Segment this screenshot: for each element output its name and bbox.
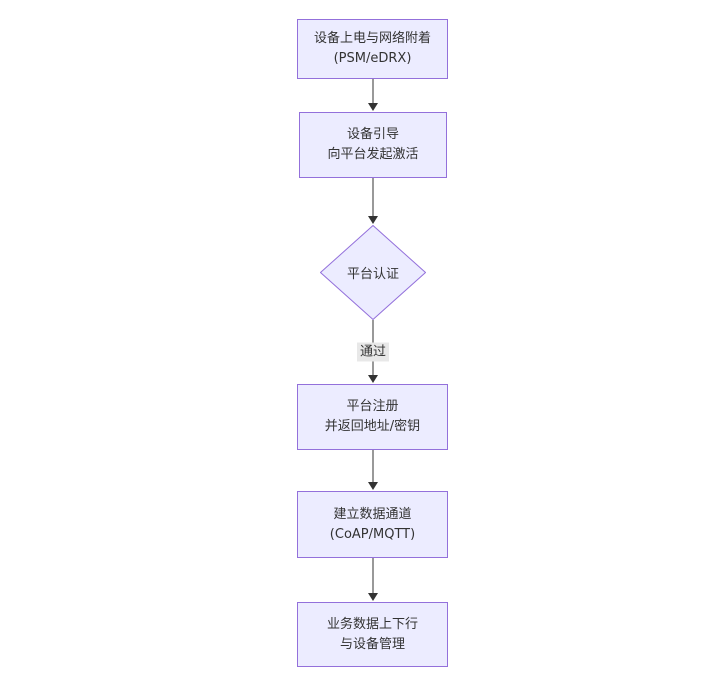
arrow-channel-to-business — [368, 558, 378, 601]
node-power-attach: 设备上电与网络附着 (PSM/eDRX) — [297, 19, 448, 79]
node-business: 业务数据上下行 与设备管理 — [297, 602, 448, 667]
node-platform-auth: 平台认证 — [320, 225, 426, 320]
node-line: 设备上电与网络附着 — [313, 31, 431, 46]
node-line: 向平台发起激活 — [327, 147, 419, 162]
arrow-power-to-boot — [368, 79, 378, 111]
diamond-shape — [320, 225, 426, 320]
node-boot-activate: 设备引导 向平台发起激活 — [299, 112, 447, 178]
node-line: 建立数据通道 — [333, 506, 412, 522]
node-line: 业务数据上下行 — [326, 616, 418, 632]
node-register: 平台注册 并返回地址/密钥 — [297, 384, 448, 450]
node-line: 设备引导 — [346, 127, 399, 142]
node-line: 平台注册 — [346, 399, 399, 414]
node-line: 与设备管理 — [339, 636, 405, 652]
node-line: (PSM/eDRX) — [333, 51, 412, 66]
node-line: 平台认证 — [346, 267, 399, 282]
node-data-channel: 建立数据通道 (CoAP/MQTT) — [297, 491, 448, 558]
node-line: (CoAP/MQTT) — [329, 526, 416, 542]
arrow-register-to-channel — [368, 450, 378, 490]
edge-label-pass: 通过 — [356, 342, 390, 362]
node-line: 并返回地址/密钥 — [324, 419, 421, 434]
arrow-boot-to-auth — [368, 178, 378, 224]
